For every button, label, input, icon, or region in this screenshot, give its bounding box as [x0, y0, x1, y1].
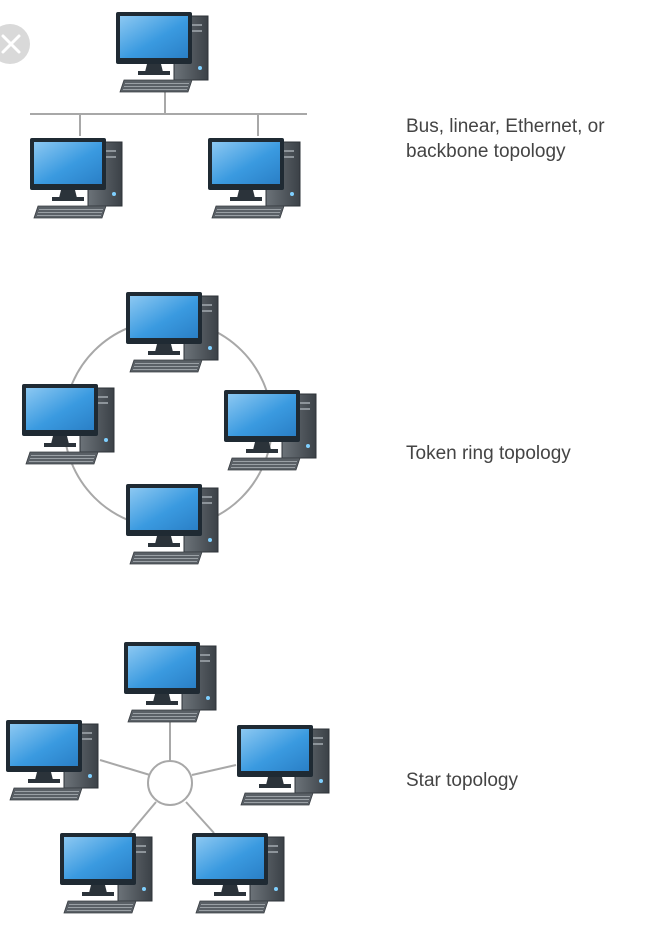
desktop-computer-icon	[236, 724, 330, 806]
star-topology-caption: Star topology	[406, 770, 518, 791]
desktop-computer-icon	[125, 483, 219, 565]
desktop-computer-icon	[29, 137, 123, 219]
desktop-computer-icon	[207, 137, 301, 219]
desktop-computer-icon	[123, 641, 217, 723]
star-topology	[5, 641, 330, 914]
close-icon	[1, 34, 21, 54]
desktop-computer-icon	[59, 832, 153, 914]
bus-topology-caption-line2: backbone topology	[406, 141, 566, 162]
desktop-computer-icon	[191, 832, 285, 914]
bus-topology-caption-line1: Bus, linear, Ethernet, or	[406, 116, 605, 137]
star-links	[99, 720, 237, 834]
token-ring-topology	[21, 291, 317, 565]
close-button[interactable]	[0, 24, 30, 64]
bus-backbone-line	[30, 92, 307, 136]
ring-topology-caption: Token ring topology	[406, 443, 571, 464]
desktop-computer-icon	[5, 719, 99, 801]
bus-topology	[29, 11, 307, 219]
desktop-computer-icon	[115, 11, 209, 93]
star-hub	[147, 760, 193, 806]
desktop-computer-icon	[223, 389, 317, 471]
desktop-computer-icon	[125, 291, 219, 373]
desktop-computer-icon	[21, 383, 115, 465]
